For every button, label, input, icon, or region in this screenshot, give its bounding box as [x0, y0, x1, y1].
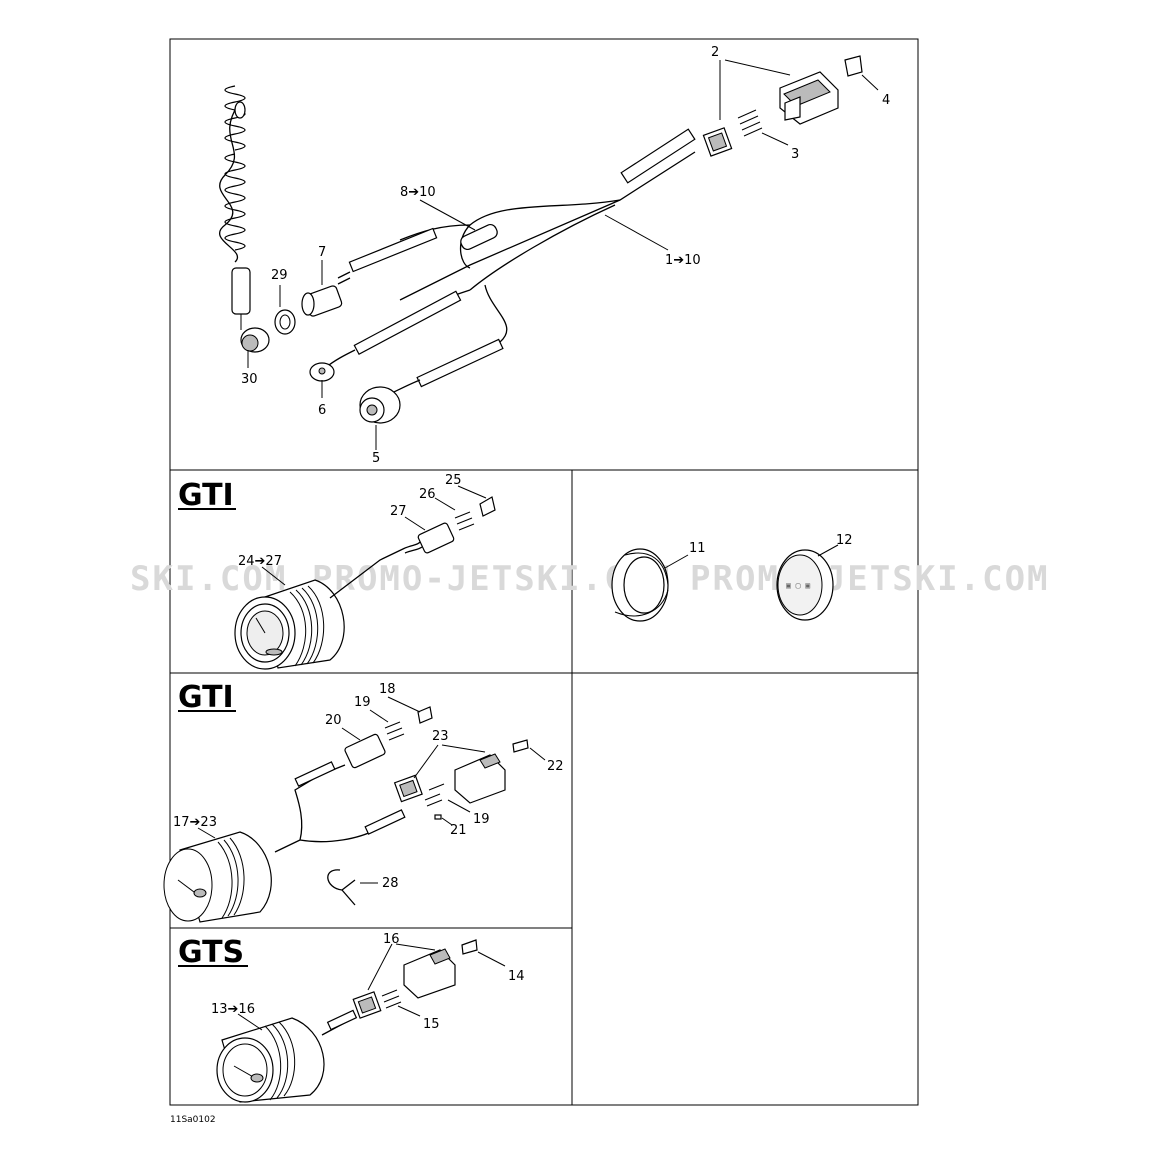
watermark-left: SKI.COM: [130, 559, 287, 599]
callout-25: 25: [445, 473, 462, 488]
callout-8-10: 8➔10: [400, 185, 436, 200]
gts-callouts: 16 14 15 13➔16: [211, 932, 525, 1032]
callout-19: 19: [354, 695, 371, 710]
top-callouts: 2 3 4 8➔10 1➔10 7 29 30 6 5: [241, 45, 890, 466]
section-title-gti-1: GTI: [178, 478, 234, 513]
gti-1-illustration: [234, 496, 496, 670]
diagram-frame: [169, 38, 919, 1106]
watermark-right: PROMO-JETSKI.COM: [690, 559, 1050, 599]
callout-26: 26: [419, 487, 436, 502]
callout-11: 11: [689, 541, 706, 556]
callout-2: 2: [711, 45, 719, 60]
callout-15: 15: [423, 1017, 440, 1032]
callout-4: 4: [882, 93, 890, 108]
gti-2-callouts: 18 19 20 23 22 19 21 17➔23 28: [173, 682, 564, 891]
callout-20: 20: [325, 713, 342, 728]
gts-leaders: [237, 943, 506, 1031]
callout-16: 16: [383, 932, 400, 947]
callout-7: 7: [318, 245, 326, 260]
callout-3: 3: [791, 147, 799, 162]
callout-18: 18: [379, 682, 396, 697]
top-leaders: [247, 59, 879, 450]
drawing-code: 11Sa0102: [170, 1115, 216, 1125]
callout-5: 5: [372, 451, 380, 466]
harness-illustration: [218, 55, 863, 424]
rings-illustration: ▣ ▢ ▣: [611, 548, 834, 622]
section-title-gti-2: GTI: [178, 680, 234, 715]
gts-illustration: [216, 939, 478, 1103]
gti-2-illustration: [163, 706, 529, 923]
callout-22: 22: [547, 759, 564, 774]
callout-28: 28: [382, 876, 399, 891]
callout-30: 30: [241, 372, 258, 387]
callout-12: 12: [836, 533, 853, 548]
callout-1-10: 1➔10: [665, 253, 701, 268]
callout-23: 23: [432, 729, 449, 744]
callout-27: 27: [390, 504, 407, 519]
callout-19-b: 19: [473, 812, 490, 827]
watermark: SKI.COM PROMO-JETSKI.COM PROMO-JETSKI.CO…: [130, 559, 1050, 599]
callout-17-23: 17➔23: [173, 815, 217, 830]
callout-13-16: 13➔16: [211, 1002, 255, 1017]
gti-1-callouts: 25 26 27 24➔27: [238, 473, 462, 569]
svg-text:▣ ▢ ▣: ▣ ▢ ▣: [786, 581, 810, 590]
callout-21: 21: [450, 823, 467, 838]
gti-1-leaders: [261, 485, 487, 586]
callout-14: 14: [508, 969, 525, 984]
rings-leaders: [664, 544, 839, 569]
rings-callouts: 11 12: [689, 533, 853, 556]
gti-2-leaders: [197, 696, 546, 884]
section-title-gts: GTS: [178, 935, 244, 970]
callout-29: 29: [271, 268, 288, 283]
callout-24-27: 24➔27: [238, 554, 282, 569]
callout-6: 6: [318, 403, 326, 418]
